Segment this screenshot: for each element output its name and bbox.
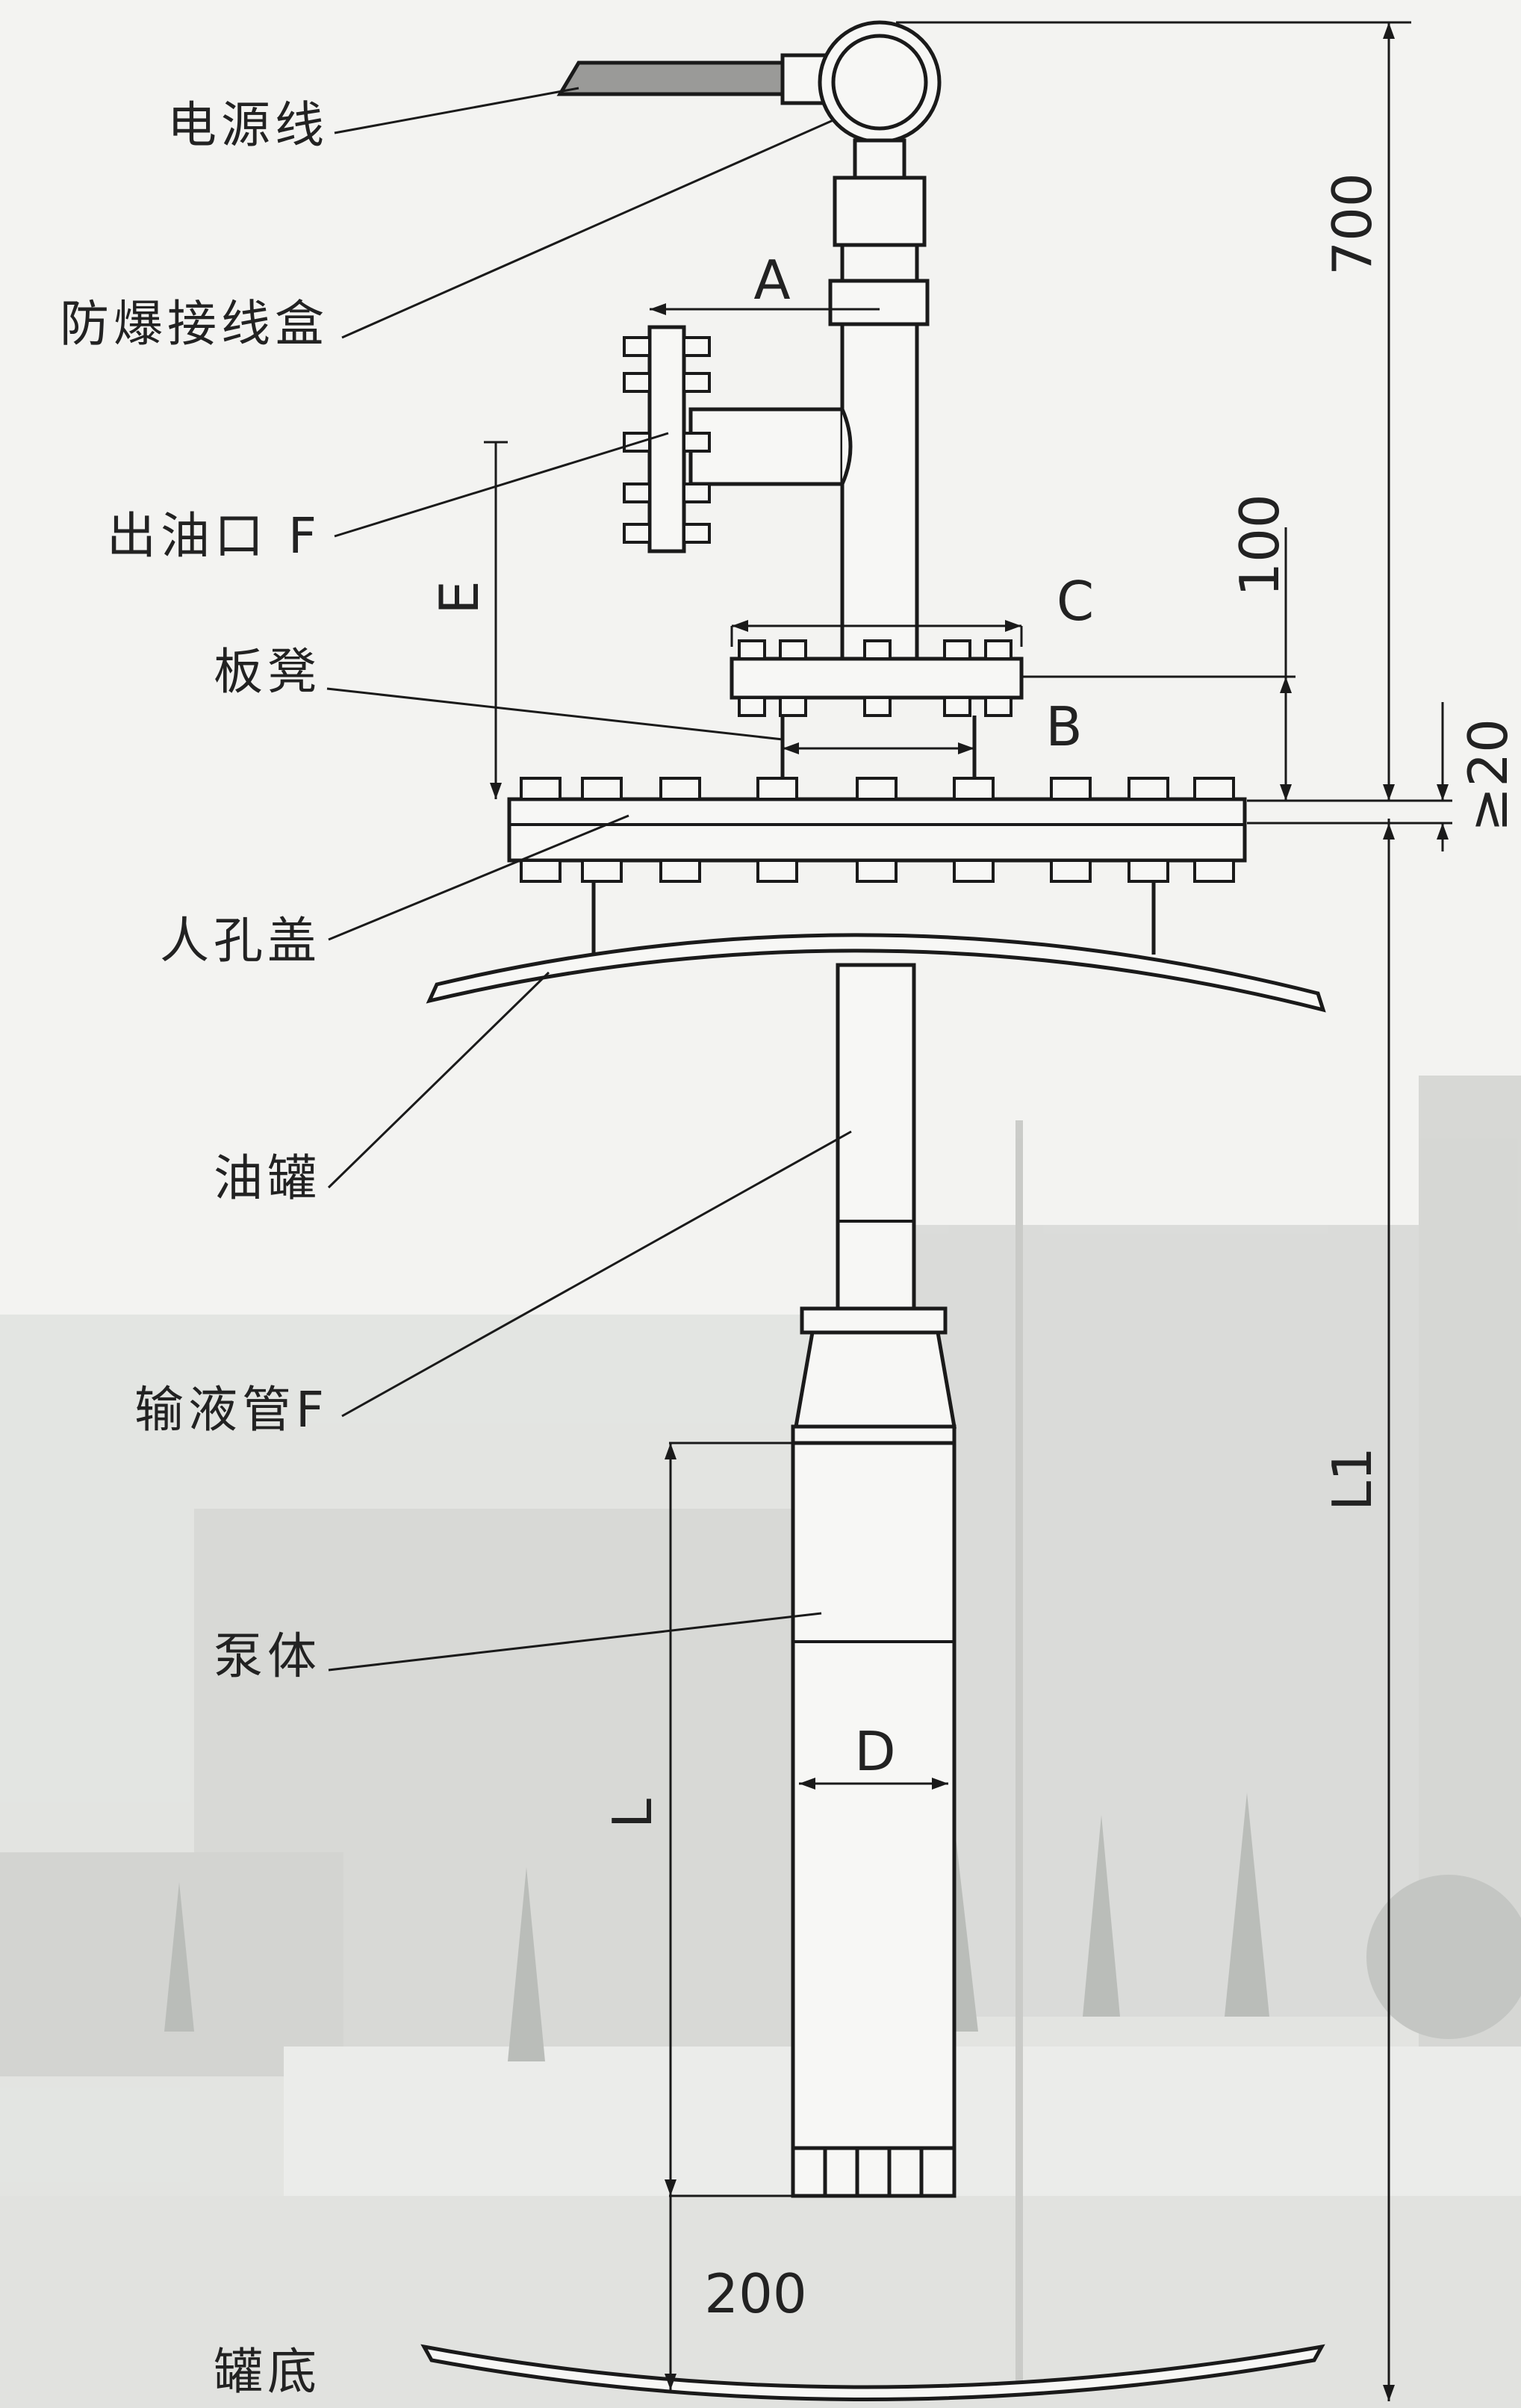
dim-20-label: ≥20 xyxy=(1457,719,1520,832)
bench-label: 板凳 xyxy=(214,643,321,701)
pump-body xyxy=(791,1424,957,2198)
outlet-flange-bolts xyxy=(623,336,711,544)
oil-outlet xyxy=(623,325,853,553)
dimension-lines xyxy=(484,21,1452,2401)
power-cable-label: 电源线 xyxy=(167,96,329,154)
oil-tank-label: 油罐 xyxy=(214,1149,321,1207)
pump-body-label: 泵体 xyxy=(214,1627,321,1685)
junction-box xyxy=(818,20,942,181)
dim-L1-label: L1 xyxy=(1321,1447,1384,1511)
dim-700-label: 700 xyxy=(1321,173,1384,275)
dim-C-label: C xyxy=(1057,570,1094,633)
manhole-bolts xyxy=(520,777,1235,883)
tank-bottom xyxy=(420,2344,1325,2401)
manhole-cover-label: 人孔盖 xyxy=(160,912,321,969)
dim-100-label: 100 xyxy=(1228,494,1291,596)
dim-A-label: A xyxy=(753,249,790,311)
power-cable xyxy=(556,53,828,105)
leader-lines xyxy=(326,87,852,1672)
dim-L-label: L xyxy=(601,1799,664,1828)
oil-outlet-label: 出油口 F xyxy=(107,507,321,565)
dim-D-label: D xyxy=(854,1720,895,1783)
delivery-pipe-label: 输液管F xyxy=(134,1381,329,1439)
bench-flange xyxy=(730,639,1024,798)
dimension-arrows xyxy=(490,22,1449,2401)
dim-E-label: E xyxy=(428,580,491,615)
delivery-pipe xyxy=(794,963,957,1429)
junction-box-label: 防爆接线盒 xyxy=(60,295,329,353)
tank-top xyxy=(426,933,1326,1013)
manhole-cover xyxy=(507,777,1247,955)
tank-bottom-label: 罐底 xyxy=(214,2343,321,2401)
dim-200-label: 200 xyxy=(704,2262,806,2325)
dim-B-label: B xyxy=(1045,695,1082,758)
bench-flange-bolts xyxy=(738,639,1013,717)
upper-pipe xyxy=(828,176,930,662)
background-scene xyxy=(0,1076,1521,2408)
